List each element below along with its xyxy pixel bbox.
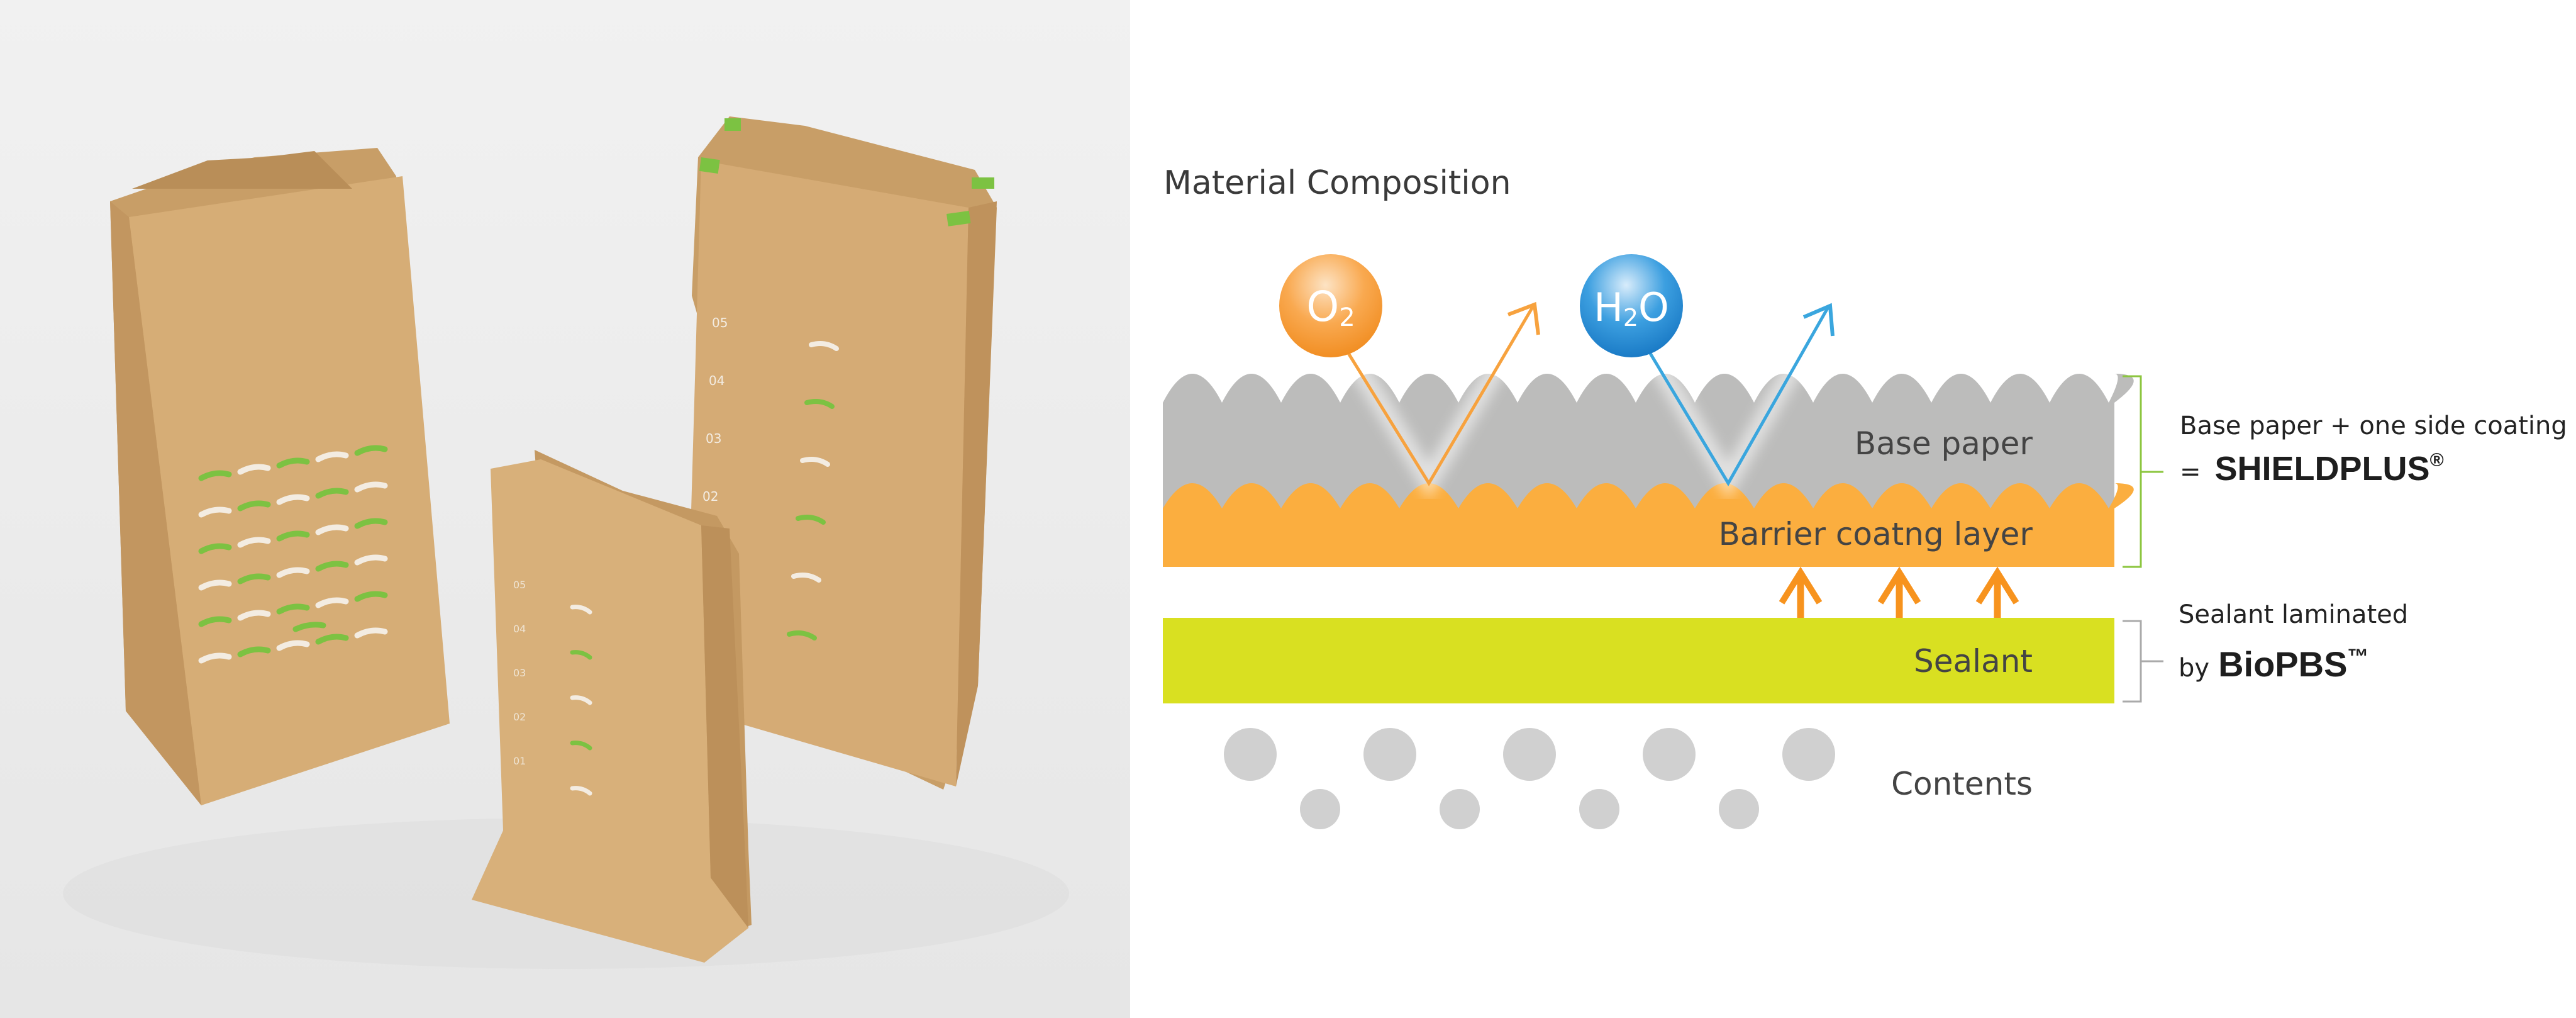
scale-number: 01 [513, 755, 526, 767]
print-mark [198, 652, 232, 664]
print-mark [354, 445, 388, 456]
print-mark [276, 640, 310, 651]
biopbs-description: Sealant laminated [2179, 600, 2408, 629]
print-mark [354, 481, 388, 493]
print-mark [315, 451, 349, 462]
content-particle [1224, 728, 1277, 781]
print-mark [315, 634, 349, 645]
bag-left [110, 148, 450, 805]
scale-number: 05 [513, 579, 526, 591]
print-mark [276, 567, 310, 578]
contents-particles [1224, 728, 1835, 829]
print-mark [198, 543, 232, 554]
svg-text:H2O: H2O [1594, 284, 1669, 332]
diagram-title: Material Composition [1163, 164, 1511, 202]
h2o-molecule: H2O [1580, 254, 1683, 357]
print-mark [315, 488, 349, 499]
shieldplus-brand: =SHIELDPLUS® [2180, 450, 2444, 488]
print-mark [237, 464, 271, 475]
scale-number: 02 [513, 711, 526, 723]
print-mark [237, 500, 271, 512]
h2o-reflection-arrow [1646, 303, 1835, 486]
print-mark [276, 494, 310, 505]
bag-right: 05 04 03 02 [686, 116, 997, 790]
print-mark [354, 554, 388, 566]
print-mark [276, 603, 310, 615]
scale-number: 03 [513, 667, 526, 679]
base-paper-label: Base paper [1855, 425, 2033, 462]
print-mark [198, 506, 232, 518]
scale-number: 05 [712, 315, 728, 330]
barrier-coating-label: Barrier coatng layer [1719, 516, 2033, 552]
print-mark [276, 457, 310, 469]
content-particle [1643, 728, 1696, 781]
print-mark [315, 524, 349, 535]
print-mark [198, 579, 232, 591]
print-mark [276, 530, 310, 542]
content-particle [1503, 728, 1556, 781]
product-photo: 05 04 03 02 05 04 03 02 01 [0, 0, 1130, 1018]
svg-text:O2: O2 [1306, 282, 1355, 332]
o2-molecule: O2 [1279, 254, 1382, 357]
o2-reflection-arrow [1344, 301, 1540, 486]
up-arrow-icon [1877, 566, 1921, 618]
print-mark [315, 597, 349, 608]
content-particle [1579, 789, 1619, 829]
migration-arrows [1779, 566, 2019, 618]
contents-label: Contents [1891, 766, 2033, 802]
sealant-layer [1163, 618, 2114, 703]
print-mark [237, 610, 271, 621]
scale-number: 04 [513, 623, 526, 635]
content-particle [1440, 789, 1480, 829]
print-mark [315, 561, 349, 572]
barrier-coating-layer [1163, 483, 2134, 567]
biopbs-bracket [2123, 620, 2163, 703]
scale-number: 04 [709, 373, 724, 388]
print-mark [198, 616, 232, 627]
up-arrow-icon [1975, 566, 2019, 618]
up-arrow-icon [1779, 566, 1823, 618]
sealant-label: Sealant [1914, 643, 2033, 680]
print-mark [354, 591, 388, 602]
print-mark [237, 573, 271, 585]
scale-number: 03 [706, 431, 721, 446]
content-particle [1300, 789, 1340, 829]
scale-number: 02 [702, 489, 718, 504]
print-mark [354, 518, 388, 529]
print-mark [198, 470, 232, 481]
content-particle [1782, 728, 1835, 781]
content-particle [1719, 789, 1759, 829]
composition-diagram: Material Composition O2 H2O Base paper B… [1163, 164, 2567, 829]
print-mark [354, 627, 388, 639]
print-mark [237, 537, 271, 548]
content-particle [1363, 728, 1416, 781]
print-mark [237, 646, 271, 657]
shieldplus-bracket [2123, 375, 2163, 568]
bag-front: 05 04 03 02 01 [472, 450, 752, 963]
shieldplus-description: Base paper + one side coating [2180, 411, 2567, 440]
